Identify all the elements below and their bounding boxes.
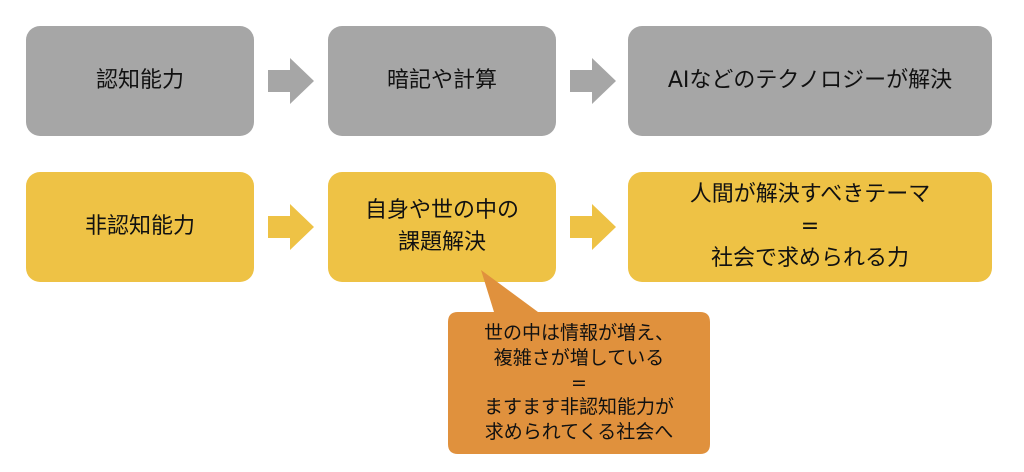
box-problem-solving: 自身や世の中の 課題解決 bbox=[328, 172, 556, 282]
box-ai-technology-solves: AIなどのテクノロジーが解決 bbox=[628, 26, 992, 136]
arrow-right-icon bbox=[570, 204, 616, 250]
box-cognitive-ability-label: 認知能力 bbox=[95, 68, 184, 94]
box-ai-technology-solves-label: AIなどのテクノロジーが解決 bbox=[667, 68, 953, 94]
callout-text: 世の中は情報が増え、 複雑さが増している = ますます非認知能力が 求められてく… bbox=[483, 322, 674, 444]
box-memorization-calculation-label: 暗記や計算 bbox=[386, 68, 497, 94]
box-problem-solving-label: 自身や世の中の 課題解決 bbox=[364, 198, 519, 255]
arrow-right-icon bbox=[268, 58, 314, 104]
box-memorization-calculation: 暗記や計算 bbox=[328, 26, 556, 136]
box-non-cognitive-ability: 非認知能力 bbox=[26, 172, 254, 282]
arrow-right-icon bbox=[268, 204, 314, 250]
box-cognitive-ability: 認知能力 bbox=[26, 26, 254, 136]
box-non-cognitive-ability-label: 非認知能力 bbox=[84, 214, 195, 240]
arrow-right-icon bbox=[570, 58, 616, 104]
box-human-themes-label: 人間が解決すべきテーマ = 社会で求められる力 bbox=[689, 182, 931, 271]
box-human-themes: 人間が解決すべきテーマ = 社会で求められる力 bbox=[628, 172, 992, 282]
